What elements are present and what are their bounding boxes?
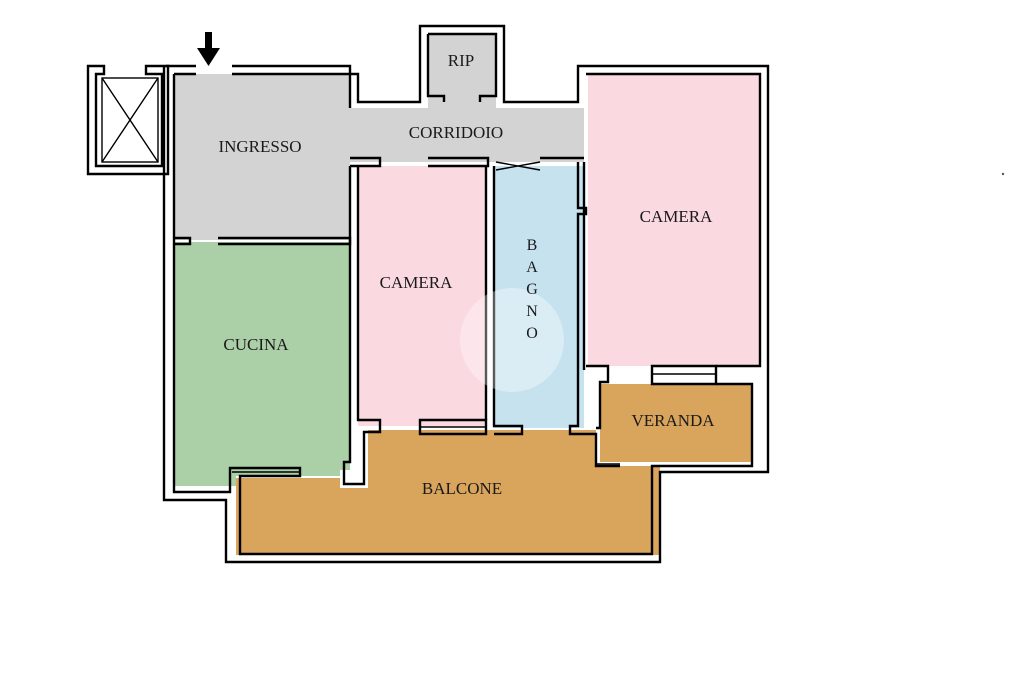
room-corridoio-area: [350, 108, 584, 162]
shaft: [86, 64, 170, 176]
label-camera-middle: CAMERA: [380, 273, 453, 292]
label-bagno-letter: G: [526, 281, 538, 298]
label-bagno-letter: B: [527, 237, 538, 254]
label-rip: RIP: [448, 51, 474, 70]
label-balcone: BALCONE: [422, 479, 502, 498]
label-camera-right: CAMERA: [640, 207, 713, 226]
room-balcone-area: [236, 430, 660, 555]
room-rip-area: [428, 34, 496, 108]
room-ingresso-area: [174, 74, 350, 240]
label-bagno-letter: A: [526, 259, 538, 276]
room-veranda-area: [600, 384, 752, 462]
room-camera-right-area: [588, 74, 760, 366]
label-ingresso: INGRESSO: [218, 137, 301, 156]
label-veranda: VERANDA: [631, 411, 715, 430]
label-cucina: CUCINA: [223, 335, 289, 354]
label-corridoio: CORRIDOIO: [409, 123, 503, 142]
room-cucina-area: [174, 242, 350, 486]
entrance-arrow-icon: [197, 32, 220, 66]
interior-walls: [174, 156, 718, 486]
watermark-logo: [460, 288, 564, 392]
label-bagno-letter: N: [526, 303, 538, 320]
stray-dot: [1001, 172, 1005, 176]
room-camera-middle-area: [358, 166, 486, 426]
label-bagno-letter: O: [526, 325, 538, 342]
room-bagno-area: [494, 166, 584, 428]
exterior-walls: [162, 24, 770, 564]
